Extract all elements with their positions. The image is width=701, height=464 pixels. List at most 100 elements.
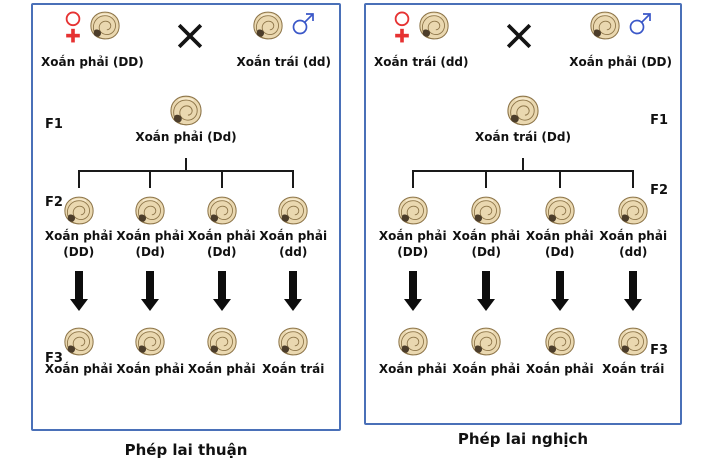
down-arrow-icon bbox=[284, 271, 303, 311]
snail-icon bbox=[277, 196, 309, 225]
forward-cross-panel: F1 F2 F3 Xoắn phải (DD) Xoắn trái (dd) X… bbox=[31, 3, 341, 431]
mother-parent: Xoắn trái (dd) bbox=[374, 11, 469, 69]
f3-individual: Xoắn trái bbox=[597, 327, 671, 376]
f3-name: Xoắn phải bbox=[525, 362, 594, 376]
snail-icon bbox=[169, 95, 203, 126]
f2-individual: Xoắn phải (Dd) bbox=[523, 196, 597, 259]
f2-name: Xoắn phải bbox=[452, 229, 521, 243]
f3-name: Xoắn phải bbox=[187, 362, 256, 376]
f2-individual: Xoắn phải (Dd) bbox=[450, 196, 524, 259]
f2-name: Xoắn phải bbox=[259, 229, 328, 243]
f2-individual: Xoắn phải (DD) bbox=[376, 196, 450, 259]
f2-individual: Xoắn phải (Dd) bbox=[115, 196, 187, 259]
f1-label: Xoắn phải (Dd) bbox=[135, 130, 237, 144]
f3-name: Xoắn phải bbox=[378, 362, 447, 376]
father-label: Xoắn phải (DD) bbox=[569, 55, 672, 69]
generation-label-f2: F2 bbox=[45, 195, 63, 210]
down-arrow-icon bbox=[69, 271, 88, 311]
snail-icon bbox=[63, 196, 95, 225]
snail-icon bbox=[63, 327, 95, 356]
forward-cross-caption: Phép lai thuận bbox=[124, 441, 248, 459]
female-symbol-icon bbox=[63, 9, 83, 45]
down-arrow-icon bbox=[550, 271, 569, 311]
snail-icon bbox=[617, 196, 649, 225]
f2-genotype: (Dd) bbox=[206, 245, 237, 259]
f3-individual: Xoắn phải bbox=[186, 327, 258, 376]
down-arrow-icon bbox=[141, 271, 160, 311]
f3-name: Xoắn trái bbox=[262, 362, 325, 376]
f3-generation: Xoắn phải Xoắn phải Xoắn phải Xoắn trái bbox=[366, 327, 680, 376]
f3-individual: Xoắn phải bbox=[43, 327, 115, 376]
snail-icon bbox=[544, 327, 576, 356]
snail-icon bbox=[89, 11, 121, 40]
f2-individual: Xoắn phải (dd) bbox=[597, 196, 671, 259]
reverse-cross-panel: F1 F2 F3 Xoắn trái (dd) Xoắn phải (DD) X… bbox=[364, 3, 682, 425]
snail-icon bbox=[397, 196, 429, 225]
snail-icon bbox=[506, 95, 540, 126]
snail-icon bbox=[277, 327, 309, 356]
father-parent: Xoắn phải (DD) bbox=[569, 11, 672, 69]
snail-icon bbox=[470, 327, 502, 356]
father-parent: Xoắn trái (dd) bbox=[236, 11, 331, 69]
reverse-cross-caption: Phép lai nghịch bbox=[457, 430, 589, 448]
mother-parent: Xoắn phải (DD) bbox=[41, 11, 144, 69]
generation-label-f3: F3 bbox=[45, 351, 63, 366]
f3-generation: Xoắn phải Xoắn phải Xoắn phải Xoắn trái bbox=[33, 327, 339, 376]
f2-generation: Xoắn phải (DD) Xoắn phải (Dd) Xoắn phải … bbox=[366, 196, 680, 259]
f2-name: Xoắn phải bbox=[116, 229, 185, 243]
mother-label: Xoắn trái (dd) bbox=[374, 55, 469, 69]
f3-individual: Xoắn phải bbox=[115, 327, 187, 376]
f2-genotype: (dd) bbox=[279, 245, 308, 259]
f3-name: Xoắn phải bbox=[116, 362, 185, 376]
snail-icon bbox=[134, 327, 166, 356]
f2-name: Xoắn phải bbox=[599, 229, 668, 243]
snail-icon bbox=[397, 327, 429, 356]
f2-genotype: (Dd) bbox=[135, 245, 166, 259]
snail-icon bbox=[617, 327, 649, 356]
father-label: Xoắn trái (dd) bbox=[236, 55, 331, 69]
down-arrow-icon bbox=[624, 271, 643, 311]
arrows-row bbox=[33, 269, 339, 313]
snail-icon bbox=[470, 196, 502, 225]
f2-genotype: (DD) bbox=[63, 245, 95, 259]
f2-name: Xoắn phải bbox=[378, 229, 447, 243]
f2-individual: Xoắn phải (Dd) bbox=[186, 196, 258, 259]
snail-icon bbox=[589, 11, 621, 40]
mother-label: Xoắn phải (DD) bbox=[41, 55, 144, 69]
pedigree-lines bbox=[376, 158, 670, 188]
f3-individual: Xoắn trái bbox=[258, 327, 330, 376]
cross-icon bbox=[506, 23, 532, 49]
f3-name: Xoắn trái bbox=[602, 362, 665, 376]
snail-icon bbox=[252, 11, 284, 40]
generation-label-f3: F3 bbox=[650, 343, 668, 358]
f2-genotype: (Dd) bbox=[471, 245, 502, 259]
f3-individual: Xoắn phải bbox=[450, 327, 524, 376]
f2-genotype: (Dd) bbox=[544, 245, 575, 259]
f2-individual: Xoắn phải (DD) bbox=[43, 196, 115, 259]
f2-individual: Xoắn phải (dd) bbox=[258, 196, 330, 259]
snail-icon bbox=[206, 327, 238, 356]
down-arrow-icon bbox=[403, 271, 422, 311]
female-symbol-icon bbox=[392, 9, 412, 45]
f1-generation: Xoắn trái (Dd) bbox=[366, 95, 680, 144]
down-arrow-icon bbox=[477, 271, 496, 311]
f2-genotype: (DD) bbox=[397, 245, 429, 259]
snail-icon bbox=[544, 196, 576, 225]
male-symbol-icon bbox=[290, 11, 316, 37]
generation-label-f1: F1 bbox=[45, 117, 63, 132]
snail-icon bbox=[418, 11, 450, 40]
generation-label-f2: F2 bbox=[650, 183, 668, 198]
arrows-row bbox=[366, 269, 680, 313]
snail-icon bbox=[134, 196, 166, 225]
f3-individual: Xoắn phải bbox=[523, 327, 597, 376]
f1-label: Xoắn trái (Dd) bbox=[475, 130, 571, 144]
f1-generation: Xoắn phải (Dd) bbox=[33, 95, 339, 144]
f2-genotype: (dd) bbox=[619, 245, 648, 259]
f2-name: Xoắn phải bbox=[525, 229, 594, 243]
parents-row: Xoắn phải (DD) Xoắn trái (dd) bbox=[33, 5, 339, 69]
generation-label-f1: F1 bbox=[650, 113, 668, 128]
pedigree-lines bbox=[43, 158, 329, 188]
f3-individual: Xoắn phải bbox=[376, 327, 450, 376]
f2-name: Xoắn phải bbox=[187, 229, 256, 243]
cross-icon bbox=[177, 23, 203, 49]
